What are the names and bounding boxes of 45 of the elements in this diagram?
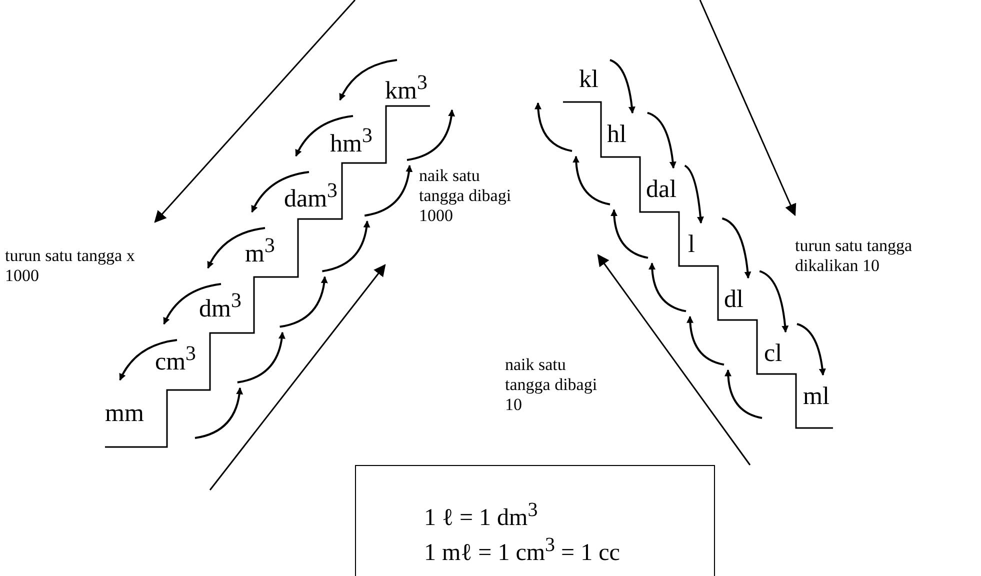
curved-arrow	[647, 112, 676, 169]
curved-arrow	[339, 59, 398, 101]
note-text: turun satu tangga dikalikan 10	[795, 236, 914, 276]
note-text: naik satu tangga dibagi 1000	[419, 166, 512, 226]
note-text: turun satu tangga x 1000	[5, 246, 136, 286]
unit-label: hm$^{3}$	[330, 121, 372, 158]
unit-label: dl	[724, 286, 744, 314]
curved-arrow	[207, 227, 266, 269]
unit-label: m$^{3}$	[245, 231, 275, 268]
curved-arrow	[194, 387, 243, 439]
curved-arrow	[251, 171, 310, 213]
curved-arrow	[722, 217, 752, 279]
formula-box	[355, 465, 715, 576]
curved-arrow	[322, 220, 370, 272]
curved-arrow	[648, 262, 686, 312]
unit-label: mm	[105, 400, 144, 428]
curved-arrow	[406, 109, 455, 161]
unit-label: dm$^{3}$	[199, 286, 242, 324]
note-text: naik satu tangga dibagi 10	[505, 355, 598, 415]
curved-arrow	[610, 59, 636, 114]
curved-arrow	[759, 270, 789, 333]
curved-arrow	[572, 156, 610, 206]
curved-arrow	[119, 339, 178, 381]
unit-label: dam$^{3}$	[284, 176, 338, 214]
equation-text: 1 ℓ = 1 dm$^{3}$	[424, 498, 538, 532]
unit-label: hl	[607, 121, 626, 149]
unit-label: dal	[646, 176, 677, 204]
curved-arrow	[684, 164, 704, 224]
curved-arrow	[364, 164, 412, 217]
curved-arrow	[724, 369, 762, 419]
curved-arrow	[796, 323, 826, 376]
unit-label: cm$^{3}$	[155, 339, 196, 376]
curved-arrow	[280, 276, 328, 328]
curved-arrow	[237, 332, 286, 384]
curved-arrow	[295, 115, 354, 157]
unit-label: ml	[803, 383, 830, 411]
curved-arrow	[610, 209, 648, 259]
unit-label: km$^{3}$	[385, 68, 428, 106]
curved-arrow	[686, 316, 724, 366]
equation-text: 1 mℓ = 1 cm$^{3}$ = 1 cc	[424, 533, 620, 567]
unit-label: cl	[764, 340, 782, 368]
curved-arrow	[163, 283, 222, 325]
curved-arrow	[534, 102, 572, 152]
unit-label: l	[688, 231, 695, 259]
unit-label: kl	[579, 66, 598, 94]
